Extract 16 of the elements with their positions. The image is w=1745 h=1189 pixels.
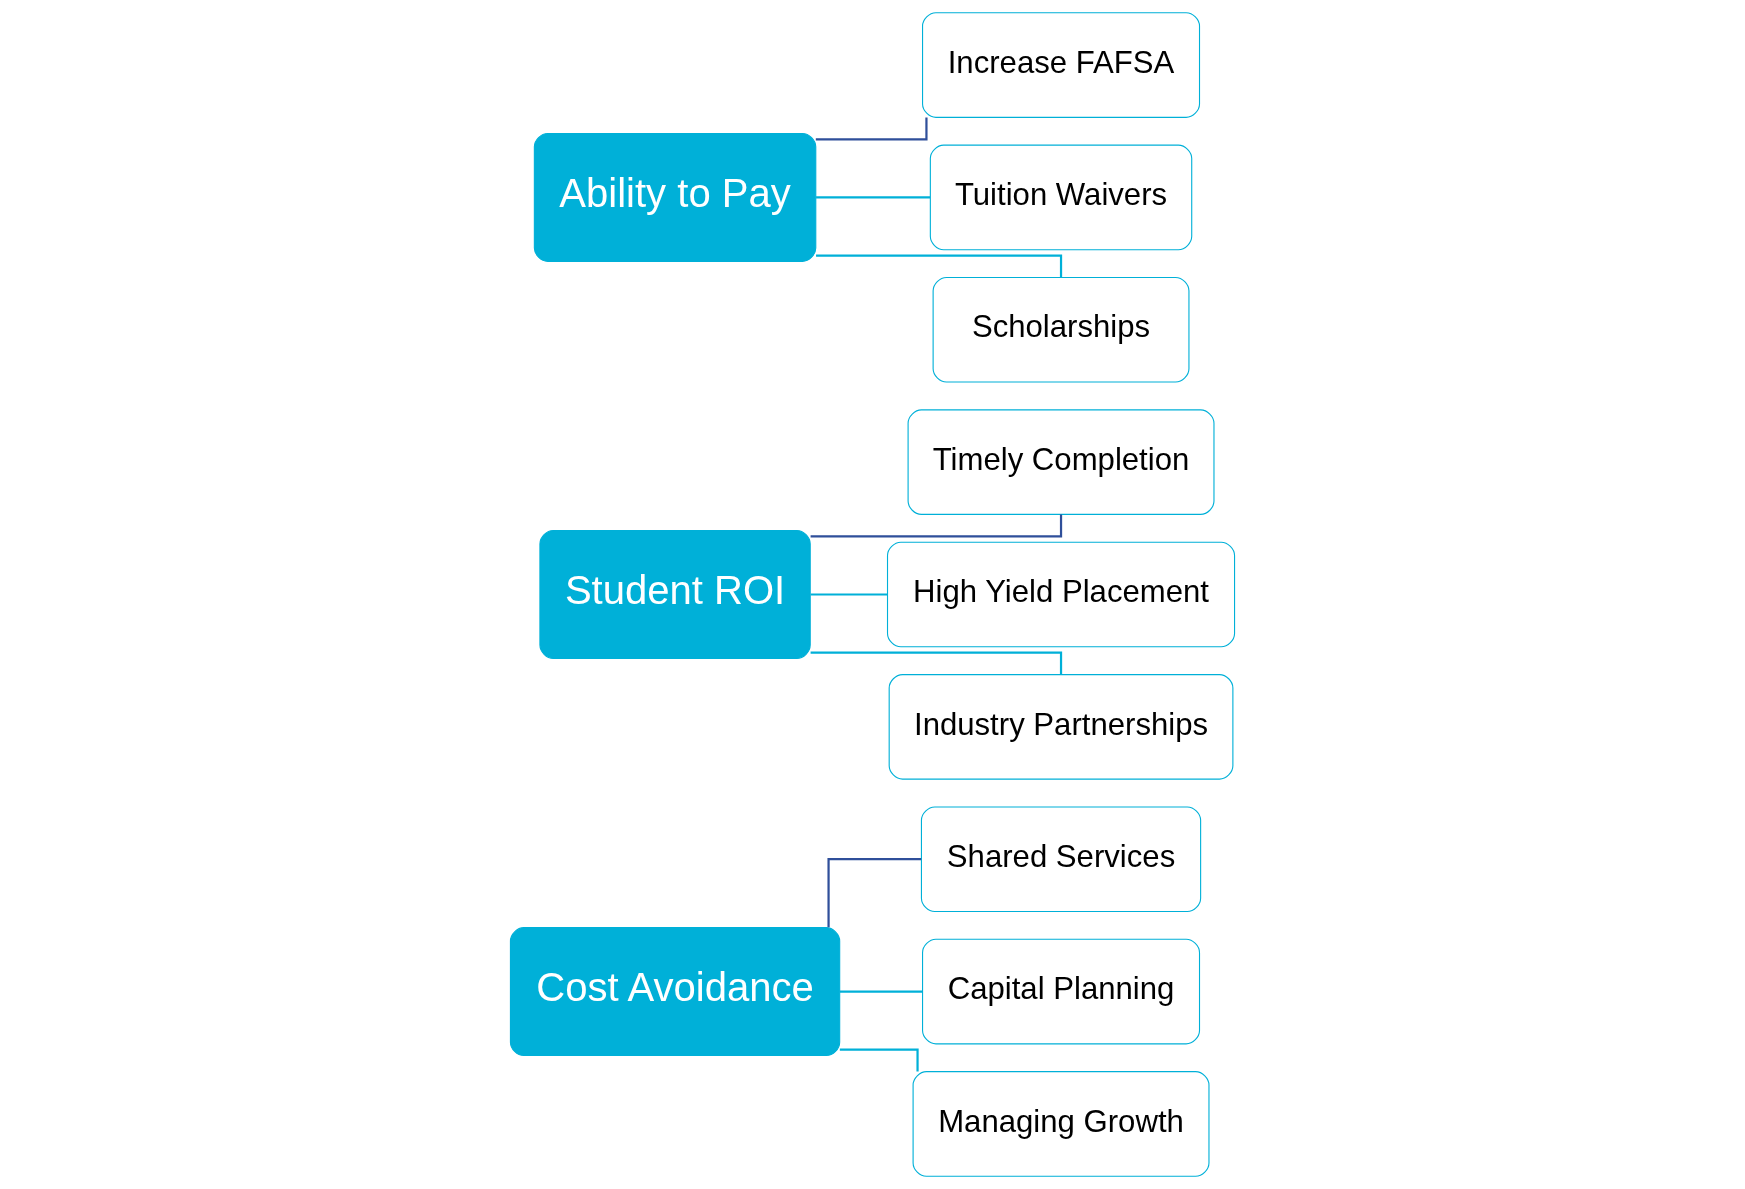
connector xyxy=(810,593,888,596)
node-box: Tuition Waivers xyxy=(929,144,1193,251)
node-box: Increase FAFSA xyxy=(922,12,1201,118)
node-box: Timely Completion xyxy=(907,409,1215,515)
node-box: Scholarships xyxy=(932,276,1190,383)
node-box: Managing Growth xyxy=(912,1071,1210,1177)
connector xyxy=(816,196,931,199)
node-box: Ability to Pay xyxy=(533,132,817,262)
node-box: Shared Services xyxy=(920,806,1202,913)
node-box: Cost Avoidance xyxy=(509,927,841,1057)
node-box: Industry Partnerships xyxy=(888,674,1234,780)
connector xyxy=(839,990,923,993)
node-box: Student ROI xyxy=(539,530,811,659)
connector xyxy=(827,858,922,928)
node-box: Capital Planning xyxy=(922,938,1201,1045)
node-box: High Yield Placement xyxy=(886,541,1236,648)
